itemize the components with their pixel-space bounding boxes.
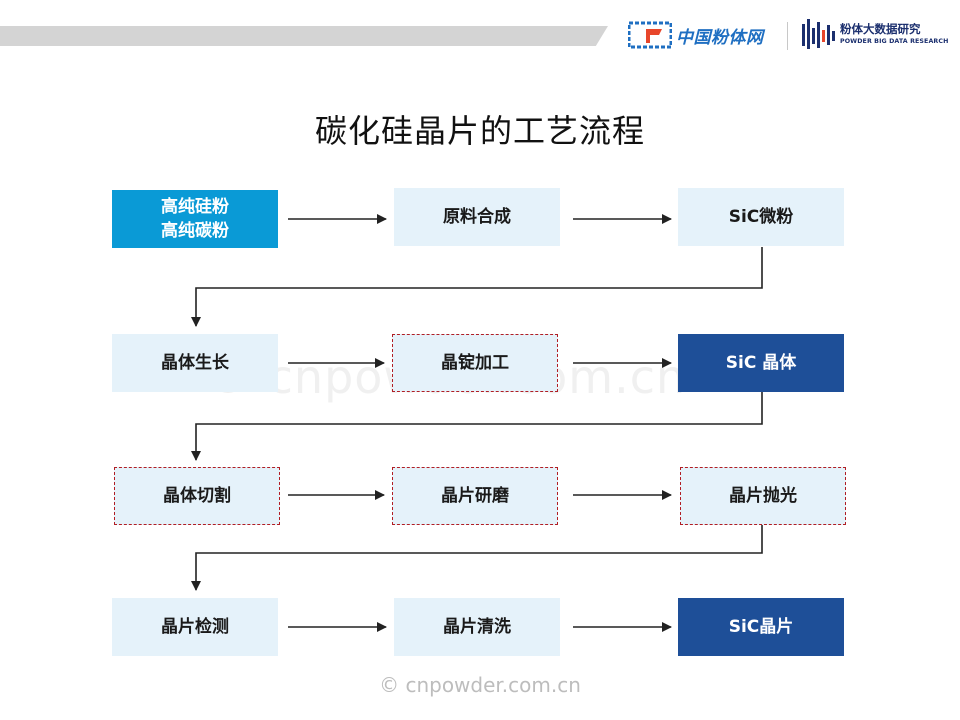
step-wafer-polishing: 晶片抛光 bbox=[680, 467, 846, 525]
brand1-name: 中国粉体网 bbox=[676, 27, 764, 48]
step-wafer-cleaning: 晶片清洗 bbox=[394, 598, 560, 656]
step-crystal-cutting: 晶体切割 bbox=[114, 467, 280, 525]
step-raw-materials: 高纯硅粉 高纯碳粉 bbox=[112, 190, 278, 248]
brand2-name-cn: 粉体大数据研究 bbox=[840, 22, 921, 36]
page-title: 碳化硅晶片的工艺流程 bbox=[314, 112, 645, 150]
bar-chart-icon bbox=[802, 19, 835, 49]
arrow-9 bbox=[191, 523, 763, 591]
step-wafer-grinding: 晶片研磨 bbox=[392, 467, 558, 525]
step-sic-crystal: SiC 晶体 bbox=[678, 334, 844, 392]
arrow-3 bbox=[191, 247, 763, 327]
brand2-name-en: POWDER BIG DATA RESEARCH bbox=[840, 38, 949, 45]
cnpowder-logo-icon bbox=[628, 21, 672, 49]
step-label-carbon-powder: 高纯碳粉 bbox=[161, 221, 229, 241]
logo-divider bbox=[787, 22, 788, 50]
cnpowder-logo: 中国粉体网 bbox=[628, 18, 764, 52]
step-wafer-inspection: 晶片检测 bbox=[112, 598, 278, 656]
step-sic-wafer: SiC晶片 bbox=[678, 598, 844, 656]
powder-big-data-logo: 粉体大数据研究 POWDER BIG DATA RESEARCH bbox=[800, 16, 948, 52]
step-sic-powder: SiC微粉 bbox=[678, 188, 844, 246]
step-synthesis: 原料合成 bbox=[394, 188, 560, 246]
watermark-bottom: © cnpowder.com.cn bbox=[379, 673, 581, 697]
header-bar bbox=[0, 26, 608, 46]
step-crystal-growth: 晶体生长 bbox=[112, 334, 278, 392]
step-ingot-processing: 晶锭加工 bbox=[392, 334, 558, 392]
step-label-silicon-powder: 高纯硅粉 bbox=[161, 197, 229, 217]
arrow-6 bbox=[191, 392, 763, 461]
